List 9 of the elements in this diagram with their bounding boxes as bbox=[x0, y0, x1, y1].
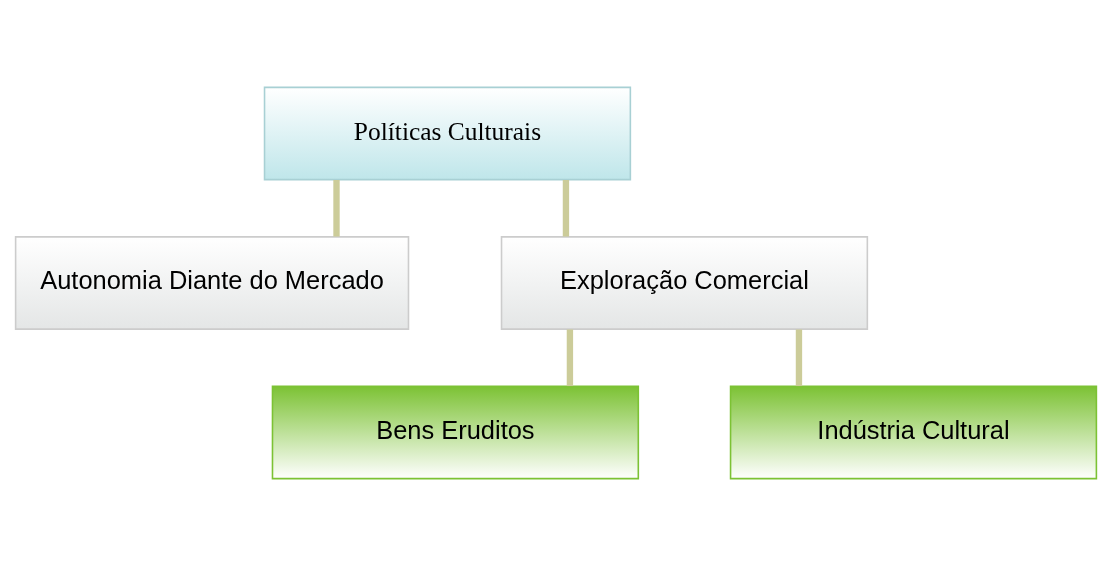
connector bbox=[333, 179, 340, 237]
node-box: Autonomia Diante do Mercado bbox=[14, 235, 410, 330]
connector bbox=[566, 329, 574, 386]
node-box: Bens Eruditos bbox=[271, 385, 640, 479]
connector bbox=[795, 329, 803, 386]
node-box: Indústria Cultural bbox=[729, 385, 1098, 479]
node-box: Exploração Comercial bbox=[500, 235, 869, 330]
node-box: Políticas Culturais bbox=[263, 86, 632, 180]
connector bbox=[562, 179, 570, 237]
